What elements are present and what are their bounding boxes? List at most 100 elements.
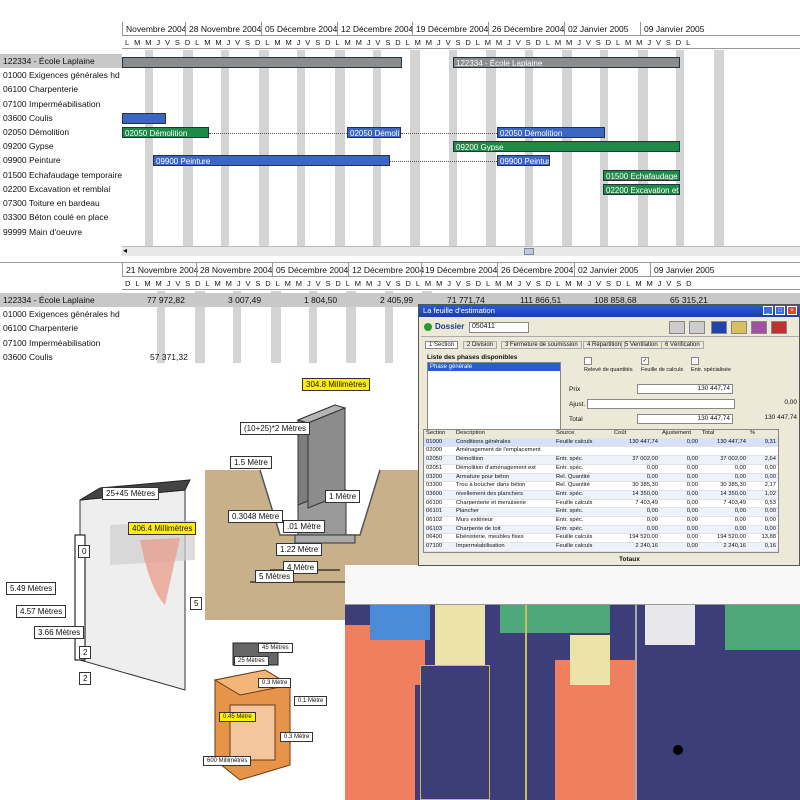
- dossier-field[interactable]: 050411: [469, 322, 529, 333]
- tab-division[interactable]: 2 Division: [463, 341, 498, 349]
- feuille-button[interactable]: Feuille de calculs: [641, 367, 684, 373]
- checkbox[interactable]: [584, 357, 592, 365]
- table-cell: 0,00: [612, 525, 660, 535]
- table-cell: 194 520,00: [612, 533, 660, 544]
- tab-repartition[interactable]: 4 Répartition: [583, 341, 626, 349]
- tab-ventilation[interactable]: 5 Ventilation: [621, 341, 662, 349]
- table-cell: 194 520,00: [700, 533, 748, 544]
- column-header[interactable]: %: [748, 430, 778, 439]
- tab-fermeture[interactable]: 3 Fermeture de soumission: [501, 341, 582, 349]
- tab-section[interactable]: 1 Section: [425, 341, 459, 349]
- week-label: 02 Janvier 2005: [564, 22, 640, 36]
- scroll-thumb[interactable]: [524, 248, 534, 255]
- task-row[interactable]: 03600 Coulis: [3, 352, 53, 362]
- task-row-summary[interactable]: 122334 - École Laplaine: [0, 54, 122, 68]
- task-row-summary[interactable]: 122334 - École Laplaine: [0, 293, 122, 307]
- dimension-label: 0.1 Mètre: [294, 696, 328, 706]
- task-row[interactable]: 09900 Peinture: [3, 155, 61, 165]
- scroll-left-icon[interactable]: ◂: [123, 246, 128, 255]
- cost-value: 71 771,74: [447, 295, 485, 305]
- table-cell: Ébénisterie, meubles fixes: [454, 533, 554, 544]
- phase-list[interactable]: Phase générale: [427, 362, 561, 430]
- dimension-label: 0: [78, 545, 91, 558]
- table-cell: 2 240,16: [700, 542, 748, 552]
- maximize-button[interactable]: □: [775, 306, 785, 315]
- column-header[interactable]: Section: [424, 430, 454, 439]
- task-row[interactable]: 99999 Main d'oeuvre: [3, 227, 83, 237]
- dimension-label-highlight: 0.45 Mètre: [219, 712, 256, 722]
- task-row[interactable]: 07100 Imperméabilisation: [3, 99, 101, 109]
- task-row[interactable]: 06100 Charpenterie: [3, 84, 79, 94]
- task-row[interactable]: 09200 Gypse: [3, 141, 54, 151]
- window-title-bar: La feuille d'estimation _ □ ×: [419, 305, 799, 317]
- toolbar-icon[interactable]: [689, 321, 705, 334]
- ajust-field[interactable]: [587, 399, 735, 409]
- task-row[interactable]: 02200 Excavation et remblai: [3, 184, 111, 194]
- table-cell: 0,53: [748, 499, 778, 509]
- gantt-bar-excavation[interactable]: 02200 Excavation et: [603, 184, 680, 195]
- gantt-bar-summary[interactable]: 122334 - École Laplaine: [453, 57, 680, 68]
- releve-button[interactable]: Relevé de quantités: [584, 367, 633, 373]
- table-cell: Rel. Quantité: [554, 473, 612, 483]
- entr-spec-button[interactable]: Entr. spécialisée: [691, 367, 732, 373]
- phase-item[interactable]: Phase générale: [428, 363, 560, 371]
- column-header[interactable]: Coût: [612, 430, 660, 439]
- gantt-bar-echafaudage[interactable]: 01500 Echafaudage t: [603, 170, 680, 181]
- toolbar-icon[interactable]: [731, 321, 747, 334]
- gantt-bar-demolition[interactable]: 02050 Démolition: [497, 127, 605, 138]
- task-row[interactable]: 06100 Charpenterie: [3, 323, 79, 333]
- task-row[interactable]: 01000 Exigences générales hd: [3, 309, 120, 319]
- week-label: 26 Décembre 2004: [488, 22, 564, 36]
- gantt-bar-peinture[interactable]: 09900 Peinture: [153, 155, 390, 166]
- column-header[interactable]: Source: [554, 430, 612, 439]
- checkbox[interactable]: ✓: [641, 357, 649, 365]
- table-cell: 0,00: [660, 481, 700, 491]
- toolbar-icon[interactable]: [711, 321, 727, 334]
- prix-field[interactable]: 130 447,74: [637, 384, 733, 394]
- minimize-button[interactable]: _: [763, 306, 773, 315]
- gantt-bar-summary[interactable]: [122, 57, 402, 68]
- table-cell: 2,64: [748, 455, 778, 465]
- task-row[interactable]: 07300 Toiture en bardeau: [3, 198, 100, 208]
- task-row[interactable]: 01000 Exigences générales hd: [3, 70, 120, 80]
- task-row[interactable]: 03300 Béton coulé en place: [3, 212, 109, 222]
- column-header[interactable]: Total: [700, 430, 748, 439]
- task-row[interactable]: 03600 Coulis: [3, 113, 53, 123]
- cost-value: 65 315,21: [670, 295, 708, 305]
- gantt-bar-demolition[interactable]: 02050 Démolition: [122, 127, 209, 138]
- task-row[interactable]: 02050 Démolition: [3, 127, 70, 137]
- table-row[interactable]: 07500Repiisés et solinages au toitRel. Q…: [424, 551, 778, 552]
- toolbar-icon[interactable]: [751, 321, 767, 334]
- task-row[interactable]: 01500 Echafaudage temporaire: [3, 170, 122, 180]
- column-header[interactable]: Ajustement: [660, 430, 700, 439]
- tab-verification[interactable]: 6 Vérification: [661, 341, 704, 349]
- column-header[interactable]: Description: [454, 430, 554, 439]
- gantt-bar-gypse[interactable]: 09200 Gypse: [453, 141, 680, 152]
- table-cell: 1,02: [748, 490, 778, 500]
- close-button[interactable]: ×: [787, 306, 797, 315]
- table-cell: 0,00: [700, 525, 748, 535]
- gantt-bar-peinture[interactable]: 09900 Peinture: [497, 155, 550, 166]
- exit-icon[interactable]: [771, 321, 787, 334]
- toolbar-icon[interactable]: [669, 321, 685, 334]
- table-cell: Charpenterie et menuiserie: [454, 499, 554, 509]
- gantt-bar-demolition[interactable]: 02050 Démolition: [347, 127, 401, 138]
- checkbox[interactable]: [691, 357, 699, 365]
- gantt-bar-coulis[interactable]: [122, 113, 166, 124]
- horizontal-scrollbar[interactable]: ◂: [122, 246, 800, 256]
- task-row[interactable]: 07100 Imperméabilisation: [3, 338, 101, 348]
- table-cell: 2 240,16: [612, 542, 660, 552]
